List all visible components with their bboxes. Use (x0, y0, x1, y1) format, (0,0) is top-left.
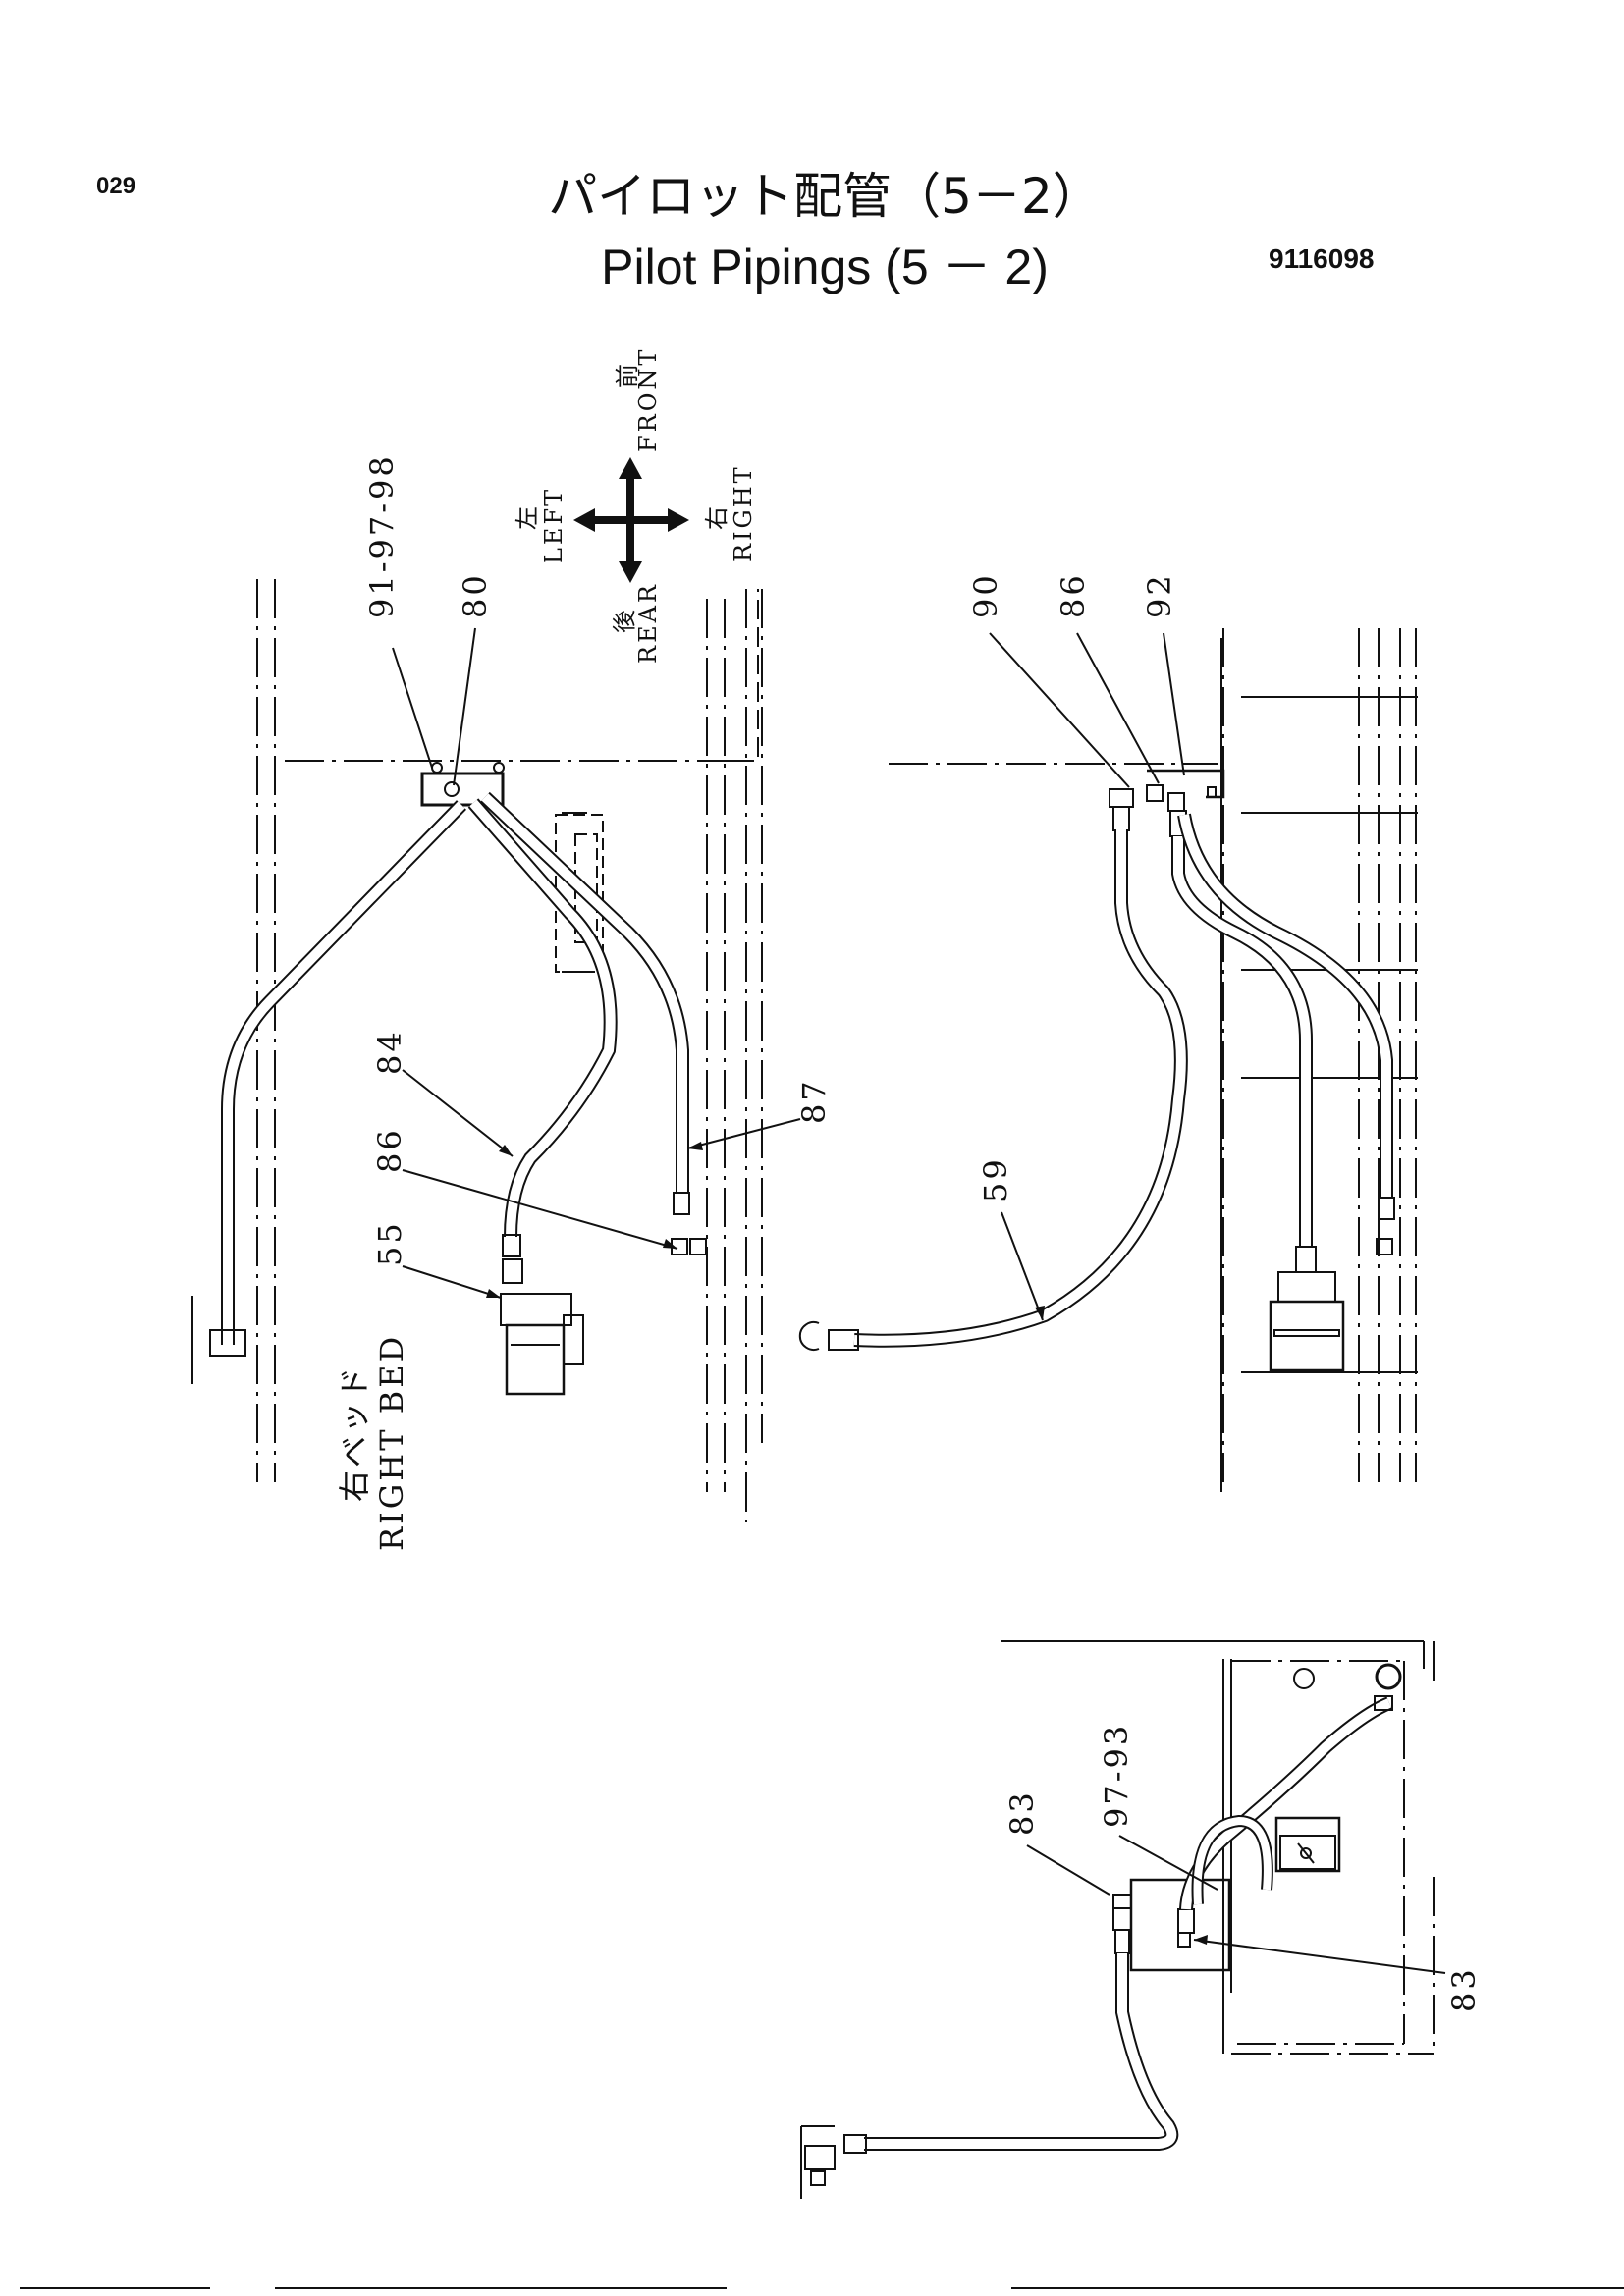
view-2 (798, 628, 1418, 1492)
callout-86-view2: 86 (1055, 572, 1092, 618)
view-2-callouts: 90 86 92 59 (967, 572, 1185, 1321)
front-label-ja: 前 (614, 361, 641, 388)
front-label-en: FRONT (634, 347, 662, 452)
leader-arrow-84 (499, 1145, 513, 1156)
view-3 (800, 1640, 1435, 2199)
callout-91-97-98: 91-97-98 (363, 454, 401, 618)
view-1-callouts: 91-97-98 80 84 86 55 87 右ベッド RIGHT BED (336, 454, 833, 1551)
right-label-ja: 右 (703, 504, 731, 530)
rear-label-en: REAR (634, 582, 662, 664)
callout-83-upper: 83 (1003, 1789, 1041, 1836)
callout-97-93: 97-93 (1098, 1723, 1135, 1828)
callout-59: 59 (977, 1156, 1014, 1202)
callout-55: 55 (371, 1220, 408, 1266)
leader-arrow-59 (1035, 1306, 1045, 1320)
view-1-frame-lines (256, 579, 763, 1522)
right-label-en: RIGHT (730, 464, 757, 561)
page-title-english: Pilot Pipings (5 － 2) (601, 240, 1049, 294)
callout-84: 84 (371, 1029, 408, 1075)
left-label-en: LEFT (540, 487, 568, 563)
leader-arrow-55 (486, 1289, 501, 1298)
right-bed-caption-ja: 右ベッド (336, 1364, 373, 1502)
rear-label-ja: 後 (611, 607, 638, 633)
view-1-leader-lines (392, 627, 801, 1299)
view-1-right-bed (191, 579, 763, 1522)
page-title-japanese: パイロット配管（5－2） (548, 168, 1102, 225)
view-3-leader-lines (1026, 1835, 1446, 1974)
front-arrow-head (619, 457, 642, 479)
leader-arrow-87 (687, 1142, 703, 1150)
view-3-frame-lines (1231, 1641, 1435, 2055)
page-number: 029 (96, 173, 136, 199)
callout-86-view1: 86 (371, 1127, 408, 1173)
orientation-compass: 前 FRONT 左 LEFT 右 RIGHT 後 REAR (514, 347, 757, 664)
leader-arrow-83-lower (1194, 1935, 1208, 1945)
callout-80: 80 (457, 572, 494, 618)
leader-arrow-86 (663, 1239, 677, 1249)
manifold-block (420, 772, 505, 807)
callout-92: 92 (1141, 572, 1178, 618)
drawing-number: 9116098 (1269, 243, 1375, 274)
right-bed-caption-en: RIGHT BED (373, 1334, 410, 1551)
left-label-ja: 左 (514, 504, 541, 530)
view-3-callouts: 83 97-93 83 (1003, 1723, 1483, 2012)
view-2-frame-lines (889, 628, 1417, 1482)
view-2-leader-lines (989, 632, 1185, 1321)
right-arrow-head (668, 508, 689, 532)
left-arrow-head (573, 508, 595, 532)
callout-87: 87 (795, 1078, 833, 1124)
rear-arrow-head (619, 561, 642, 583)
callout-90: 90 (967, 572, 1004, 618)
callout-83-lower: 83 (1445, 1966, 1483, 2012)
